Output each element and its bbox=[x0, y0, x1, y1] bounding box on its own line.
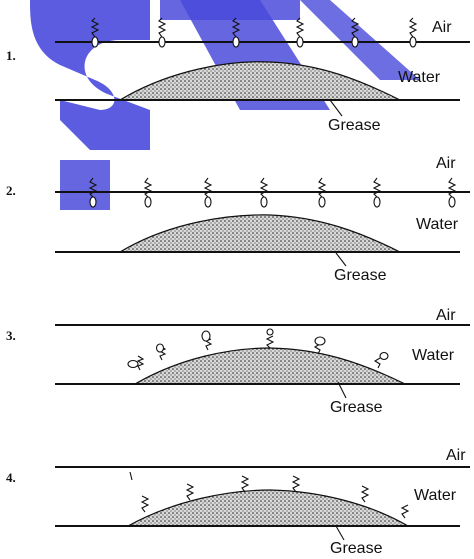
grease-blob-3 bbox=[135, 348, 405, 384]
soap-molecule bbox=[202, 331, 211, 350]
panel-4: 4. Air Water Grease bbox=[6, 447, 470, 557]
soap-molecule bbox=[242, 476, 248, 492]
grease-pointer-1 bbox=[330, 100, 342, 116]
soap-molecule bbox=[297, 18, 303, 47]
grease-pointer-4 bbox=[336, 526, 344, 540]
soap-molecule bbox=[375, 353, 388, 369]
soap-molecule bbox=[267, 329, 273, 348]
soap-molecule bbox=[128, 356, 143, 370]
panel-1-air-label: Air bbox=[432, 19, 452, 36]
grease-blob-2 bbox=[120, 215, 400, 252]
panel-4-water-label: Water bbox=[414, 487, 457, 504]
panel-2-grease-label: Grease bbox=[334, 267, 387, 284]
panel-2-water-label: Water bbox=[416, 216, 459, 233]
panel-4-grease-label: Grease bbox=[330, 540, 383, 557]
panel-2-air-label: Air bbox=[436, 155, 456, 172]
panel-1-number: 1. bbox=[6, 48, 16, 63]
panel-1-water-label: Water bbox=[398, 69, 441, 86]
stray-mark bbox=[130, 472, 132, 480]
panel-2-number: 2. bbox=[6, 183, 16, 198]
grease-pointer-2 bbox=[336, 253, 346, 266]
soap-molecule bbox=[187, 484, 193, 500]
panel-3: 3. Air Water Grease bbox=[6, 307, 470, 416]
panel-4-air-label: Air bbox=[446, 447, 466, 464]
soap-molecule bbox=[293, 476, 299, 492]
panel-3-water-label: Water bbox=[412, 347, 455, 364]
grease-blob-1 bbox=[120, 62, 400, 100]
watermark bbox=[30, 0, 420, 210]
panel-3-grease-label: Grease bbox=[330, 399, 383, 416]
watermark-shape-1 bbox=[30, 0, 150, 150]
soap-molecule bbox=[315, 337, 325, 354]
panel-1-grease-label: Grease bbox=[328, 117, 381, 134]
watermark-shape-3 bbox=[160, 0, 300, 20]
panel-3-number: 3. bbox=[6, 328, 16, 343]
watermark-shape-4 bbox=[60, 160, 110, 210]
panel-4-number: 4. bbox=[6, 470, 16, 485]
soap-molecule bbox=[362, 486, 368, 502]
soap-molecule bbox=[157, 344, 166, 360]
panel-3-air-label: Air bbox=[436, 307, 456, 324]
soap-molecule bbox=[410, 18, 416, 47]
soap-molecule bbox=[402, 505, 408, 518]
soap-molecule bbox=[159, 18, 165, 47]
soap-molecule bbox=[142, 496, 148, 512]
